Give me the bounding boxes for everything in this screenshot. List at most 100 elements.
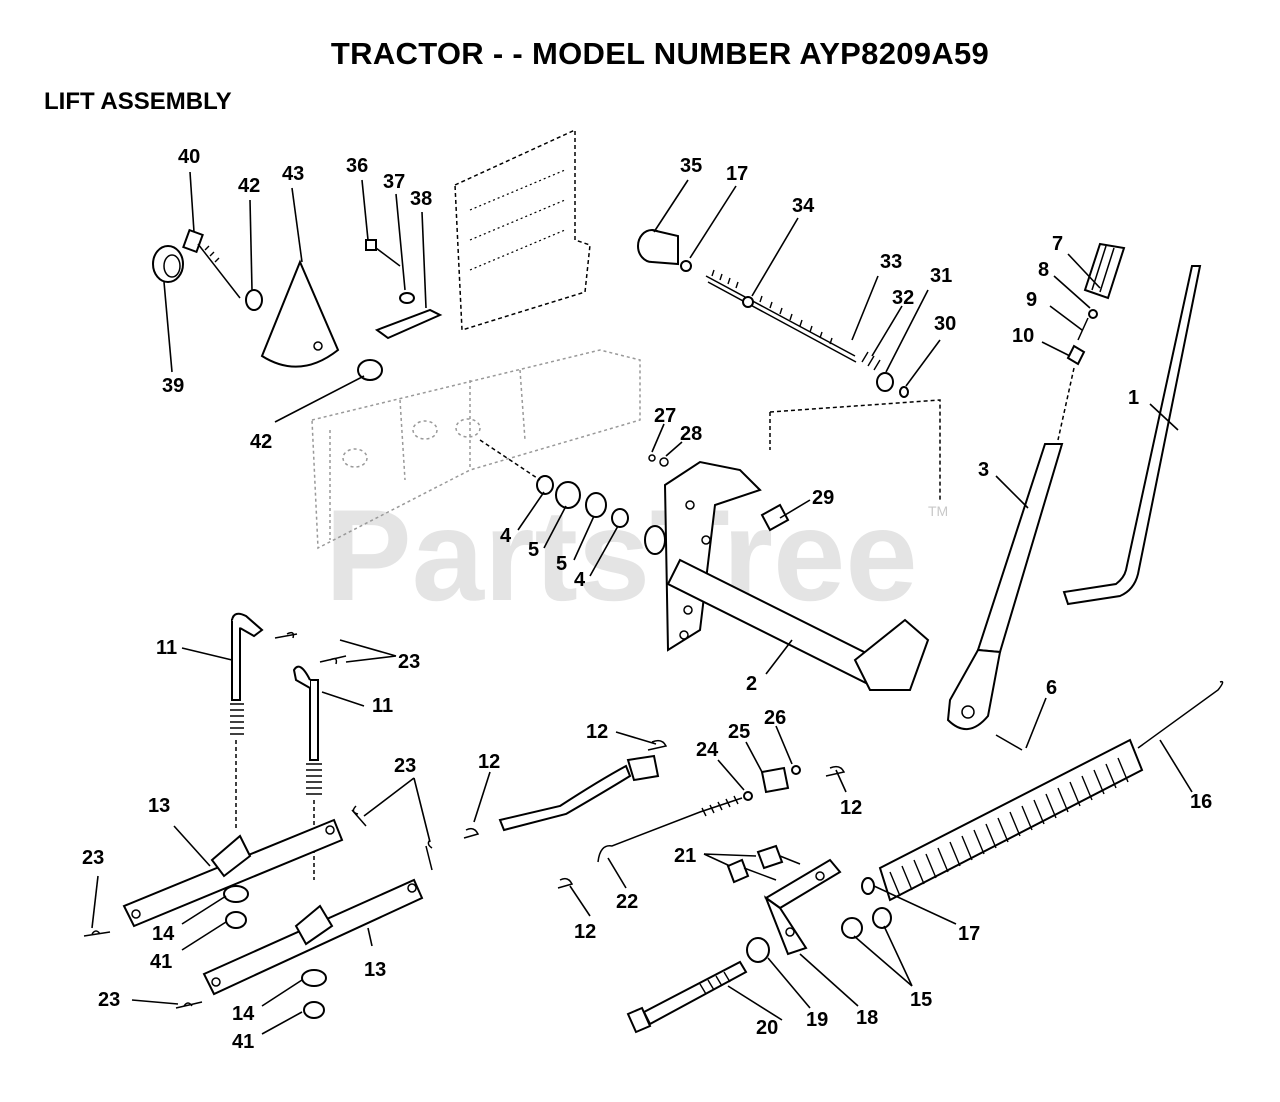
callout-12: 12 (586, 721, 608, 743)
part-11-lift-link-second (292, 665, 322, 880)
watermark-trademark: TM (928, 503, 948, 519)
callout-7: 7 (1052, 233, 1063, 255)
part-3-lift-lever (946, 443, 1064, 730)
part-1-lift-handle-rod (1062, 265, 1202, 606)
callout-23: 23 (398, 651, 420, 673)
callout-12-fourth: 12 (574, 921, 596, 943)
callout-22: 22 (616, 891, 638, 913)
callout-23-third: 23 (82, 847, 104, 869)
frame-outline (311, 349, 641, 550)
part-18-spring-bracket (763, 858, 842, 956)
callout-29: 29 (812, 487, 834, 509)
callout-14: 14 (152, 923, 175, 945)
callout-40: 40 (178, 146, 200, 168)
part-10-spring (1066, 344, 1086, 366)
part-41-nut (225, 911, 247, 929)
callout-41-second: 41 (232, 1031, 254, 1053)
part-5-washer (555, 481, 581, 509)
callout-4-second: 4 (574, 569, 586, 591)
shaft-alignment-line (479, 439, 541, 481)
part-6-bolt (995, 734, 1023, 751)
part-23-pin-fifth (83, 930, 111, 937)
callout-5: 5 (528, 539, 539, 561)
part-20-bolt (626, 960, 748, 1034)
part-2-lift-shaft (644, 460, 930, 691)
callout-17: 17 (726, 163, 748, 185)
part-40-bolt (182, 228, 241, 299)
part-39-cap (152, 245, 184, 283)
part-31-washer (876, 372, 894, 392)
callout-31: 31 (930, 265, 952, 287)
part-22-adjustment-rod (597, 795, 743, 863)
callout-19: 19 (806, 1009, 828, 1031)
part-23-pin-second (319, 655, 347, 665)
part-16-spring (878, 680, 1224, 902)
part-19-washer (746, 937, 770, 963)
callout-6: 6 (1046, 677, 1057, 699)
callout-16: 16 (1190, 791, 1212, 813)
part-17-washer-upper (680, 260, 692, 272)
part-42-washer-lower (357, 359, 383, 381)
callout-35: 35 (680, 155, 702, 177)
part-13-lift-arm-second (202, 878, 424, 996)
part-8-washer (1088, 309, 1098, 319)
part-12-clip-second (463, 827, 480, 839)
part-25-clevis (760, 766, 790, 794)
callout-11-second: 11 (372, 695, 393, 717)
callout-1: 1 (1128, 387, 1139, 409)
part-14-washer-second (301, 969, 327, 987)
callout-20: 20 (756, 1017, 778, 1039)
callout-17-second: 17 (958, 923, 980, 945)
part-32-spring (861, 351, 881, 371)
part-9-rod (1077, 317, 1089, 341)
callout-18: 18 (856, 1007, 878, 1029)
part-14-washer (223, 885, 249, 903)
callout-24: 24 (696, 739, 719, 761)
callout-39: 39 (162, 375, 184, 397)
part-24-nut (743, 791, 753, 801)
callout-15: 15 (910, 989, 932, 1011)
callout-30: 30 (934, 313, 956, 335)
part-13-lift-arm (122, 818, 344, 928)
part-4-bushing-second (611, 508, 629, 528)
callout-10: 10 (1012, 325, 1034, 347)
callout-34: 34 (792, 195, 815, 217)
callout-8: 8 (1038, 259, 1049, 281)
side-plate-outline (454, 128, 591, 332)
part-26-pin (791, 765, 801, 775)
callout-13-second: 13 (364, 959, 386, 981)
callout-38: 38 (410, 188, 432, 210)
part-36-bolt (365, 239, 401, 267)
callout-4: 4 (500, 525, 512, 547)
callout-41: 41 (150, 951, 172, 973)
callout-23-fourth: 23 (98, 989, 120, 1011)
part-23-pin (274, 631, 298, 639)
part-23-pin-third (351, 805, 367, 827)
part-23-pin-sixth (175, 1001, 203, 1009)
part-35-knob (637, 229, 679, 266)
callout-27: 27 (654, 405, 676, 427)
callout-23-second: 23 (394, 755, 416, 777)
callout-12-second: 12 (478, 751, 500, 773)
part-12-clip (647, 739, 668, 751)
part-43-bracket (260, 259, 340, 368)
leader-lines (91, 171, 1193, 1035)
part-15-nut-second (872, 907, 892, 929)
part-28-washer (659, 457, 669, 467)
callout-9: 9 (1026, 289, 1037, 311)
part-21-bolt (726, 844, 801, 884)
callout-11: 11 (156, 637, 177, 659)
rod-alignment-lines (769, 399, 941, 500)
part-42-washer (245, 289, 263, 311)
part-5-washer-second (585, 492, 607, 518)
callout-28: 28 (680, 423, 702, 445)
section-title: LIFT ASSEMBLY (44, 88, 232, 115)
callout-labels: 40 42 43 36 37 38 39 42 35 17 34 33 32 3… (82, 146, 1212, 1053)
part-37-washer (399, 292, 415, 304)
callout-36: 36 (346, 155, 368, 177)
part-12-clip-fourth (557, 877, 574, 889)
callout-26: 26 (764, 707, 786, 729)
part-12-clip-third (825, 765, 846, 777)
part-17-washer-lower (861, 877, 875, 895)
